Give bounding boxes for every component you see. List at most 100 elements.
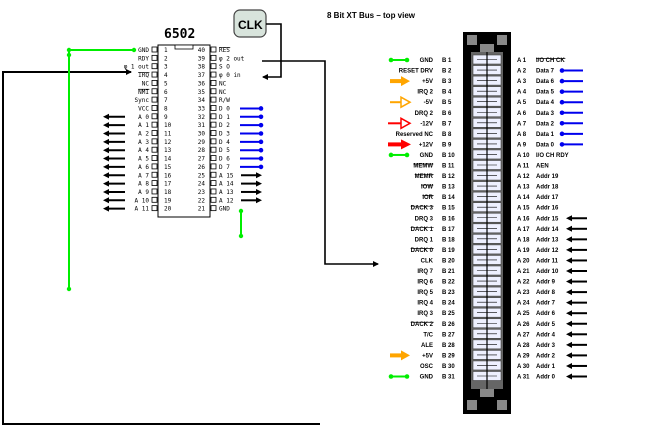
connector-key (480, 44, 494, 52)
bus-b-signal: +5V (422, 353, 433, 359)
bus-b-signal: DACK 2 (411, 322, 434, 328)
address-in-arrow-head (566, 352, 572, 359)
bus-a-pin: A 12 (517, 174, 530, 180)
address-out-arrow-head (103, 172, 109, 179)
address-in-arrow-head (566, 299, 572, 306)
bus-a-signal: I/O CH RDY (536, 153, 569, 159)
cpu-pin-pad (151, 205, 158, 212)
cpu-pin-number: 17 (164, 181, 172, 188)
cpu-pin-number: 8 (164, 105, 168, 112)
cpu-pin-label: A 4 (138, 147, 149, 154)
bus-b-signal: DACK 0 (411, 248, 434, 254)
cpu-pin-number: 40 (198, 47, 206, 54)
bus-a-pin: A 29 (517, 353, 530, 359)
cpu-pin-number: 21 (198, 206, 206, 213)
cpu-pin-label: IRQ (138, 72, 149, 79)
bus-a-signal: Addr 15 (536, 216, 559, 222)
bus-a-signal: Data 3 (536, 111, 555, 117)
cpu-pin-pad (210, 163, 217, 170)
cpu-pin-number: 4 (164, 72, 168, 79)
xt-bus-connector (463, 32, 511, 414)
cpu-pin-number: 5 (164, 80, 168, 87)
address-out-arrow-head (103, 188, 109, 195)
bus-a-pin: A 18 (517, 237, 530, 243)
ground-marker-dot (404, 152, 410, 158)
cpu-pin-label: GND (219, 206, 230, 213)
address-in-arrow-head (566, 289, 572, 296)
bus-b-signal: Reserved NC (396, 132, 434, 138)
bus-a-pin: A 22 (517, 280, 530, 286)
data-line-marker-dot (559, 99, 565, 105)
bus-b-signal: -12V (420, 121, 433, 127)
cpu-pin-label: Sync (135, 97, 150, 104)
cpu-pin-label: A 13 (219, 189, 234, 196)
bus-b-pin: B 5 (442, 100, 452, 106)
bus-b-signal: DRQ 1 (415, 237, 434, 243)
bus-a-signal: Addr 9 (536, 280, 556, 286)
cpu-pin-number: 1 (164, 47, 168, 54)
bus-a-pin: A 7 (517, 121, 527, 127)
cpu-pin-pad (210, 188, 217, 195)
cpu-pin-pad (210, 146, 217, 153)
bus-b-pin: B 3 (442, 79, 452, 85)
cpu-pin-pad (151, 63, 158, 70)
plus5v-marker-head (401, 76, 410, 87)
cpu-pin-number: 2 (164, 55, 168, 62)
phi2-to-bus-clk-wire (262, 60, 379, 267)
clk-to-phi0-wire (262, 23, 282, 80)
cpu-pin-label: D 1 (219, 114, 230, 121)
cpu-pin-pad (151, 155, 158, 161)
clock-source: CLK (233, 9, 267, 38)
cpu-pin-number: 29 (198, 139, 206, 146)
bus-b-signal: T/C (423, 332, 433, 338)
bus-b-signal: IOW (421, 185, 433, 191)
cpu-pin-pad (151, 113, 158, 120)
bus-b-signal: DACK 1 (411, 227, 434, 233)
cpu-pin-pad (151, 130, 158, 136)
bus-b-signal: MEMW (413, 164, 433, 170)
bus-a-signal: Data 0 (536, 142, 555, 148)
bus-b-signal: IRQ 2 (417, 90, 433, 96)
cpu-pin-pad (151, 138, 158, 145)
data-line-marker-dot (559, 121, 565, 126)
cpu-pin-pad (151, 196, 158, 203)
bus-b-signal: +12V (419, 142, 433, 148)
address-in-arrow-head (566, 246, 572, 253)
cpu-pin-label: φ 2 out (219, 55, 245, 62)
bus-b-pin: B 11 (442, 164, 455, 170)
bus-a-pin: A 23 (517, 290, 530, 296)
bus-b-pin: B 19 (442, 248, 455, 254)
cpu-pin-number: 20 (164, 206, 172, 213)
bus-a-signal: Addr 8 (536, 290, 556, 296)
address-out-arrow-head (103, 180, 109, 187)
bus-b-pin: B 4 (442, 90, 452, 96)
bus-b-pin: B 20 (442, 258, 455, 264)
address-out-arrow-head (103, 122, 109, 129)
ground-marker-dot (388, 57, 394, 63)
cpu-pin-pad (210, 88, 217, 95)
cpu-pin-number: 13 (164, 147, 172, 154)
bus-a-signal: Data 7 (536, 69, 555, 75)
bus-b-signal: IRQ 5 (417, 290, 433, 296)
bus-a-pin: A 31 (517, 375, 530, 381)
cpu-pin-pad (210, 54, 217, 61)
bus-b-signal: IRQ 6 (417, 280, 433, 286)
cpu-chip (157, 44, 211, 218)
ground-marker-dot (388, 152, 394, 158)
bus-b-signal: -5V (424, 100, 433, 106)
cpu-pin-pad (151, 163, 158, 170)
address-out-arrow-head (103, 155, 109, 162)
bus-a-signal: Addr 1 (536, 364, 556, 370)
cpu-pin-label: A 2 (138, 131, 149, 138)
cpu-pin-pad (210, 205, 217, 212)
bus-a-pin: A 25 (517, 311, 530, 317)
cpu-pin-label: A 1 (138, 122, 149, 129)
bus-b-signal: IRQ 3 (417, 311, 433, 317)
bus-a-pin: A 5 (517, 100, 527, 106)
bus-b-pin: B 27 (442, 332, 455, 338)
cpu-pin-pad (210, 130, 217, 136)
ground-marker-dot (404, 374, 410, 379)
cpu-pin-label: NC (219, 89, 227, 96)
ground-marker-dot (404, 57, 410, 63)
bus-a-signal: Data 4 (536, 100, 555, 106)
